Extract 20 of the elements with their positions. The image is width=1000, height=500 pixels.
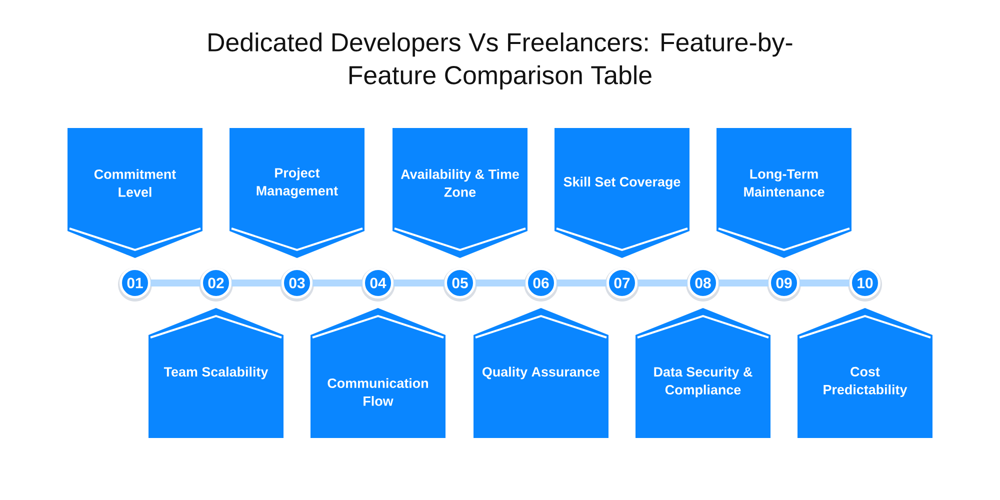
- timeline-bar: [638, 280, 688, 286]
- timeline-bar: [232, 280, 282, 286]
- title: Dedicated Developers Vs Freelancers: Feature-by-Feature Comparison Table: [208, 32, 792, 90]
- timeline-bar: [150, 280, 200, 286]
- feature-box: Team Scalability: [148, 308, 284, 438]
- timeline-bar: [718, 280, 768, 286]
- feature-box: Project Management: [230, 128, 364, 258]
- feature-box: Cost Predictability: [798, 308, 932, 438]
- feature-box: Long-Term Maintenance: [716, 128, 852, 258]
- timeline-bar: [800, 280, 850, 286]
- feature-box: Communication Flow: [310, 308, 446, 438]
- feature-box: Availability & Time Zone: [392, 128, 528, 258]
- feature-box: Skill Set Coverage: [554, 128, 690, 258]
- timeline-bar: [476, 280, 526, 286]
- timeline-bar: [312, 280, 362, 286]
- timeline-bar: [394, 280, 444, 286]
- feature-box: Quality Assurance: [474, 308, 608, 438]
- feature-box: Commitment Level: [68, 128, 202, 258]
- feature-box: Data Security & Compliance: [636, 308, 770, 438]
- timeline-bar: [556, 280, 606, 286]
